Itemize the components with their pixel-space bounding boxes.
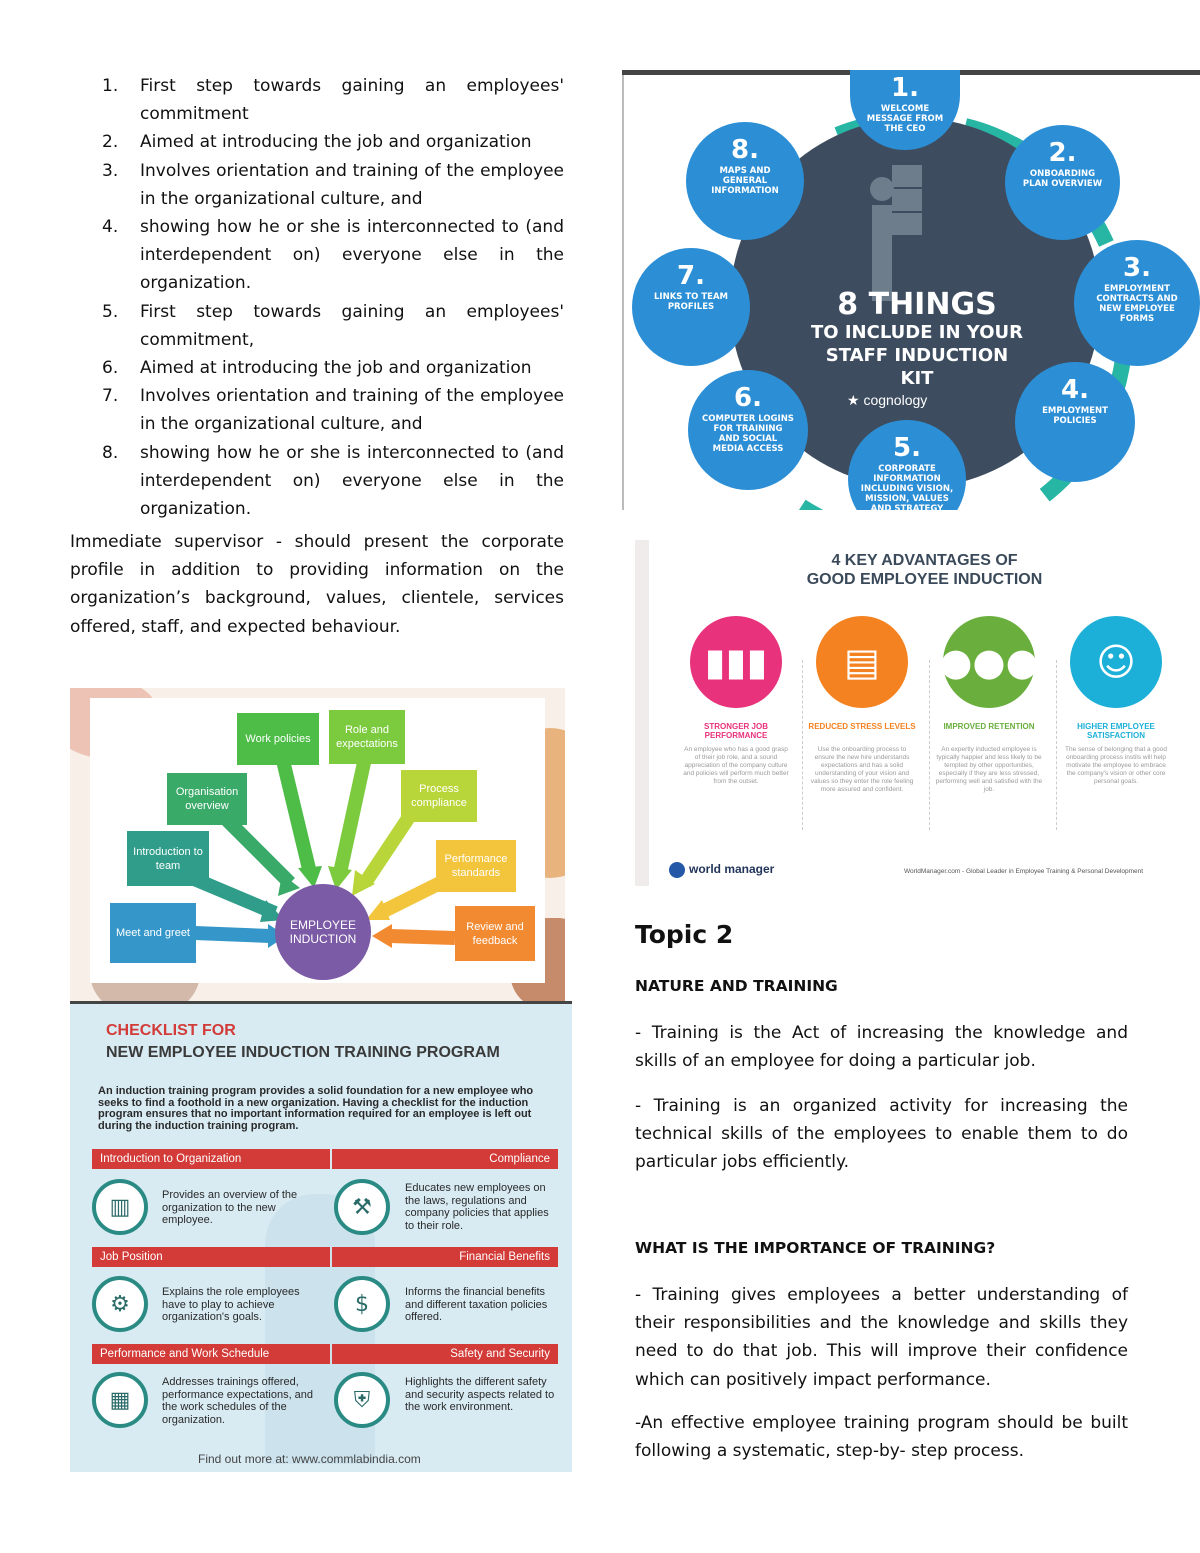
checklist-footer: Find out more at: www.commlabindia.com — [198, 1452, 421, 1466]
section-bar-right: Safety and Security — [332, 1344, 558, 1364]
supervisor-paragraph: Immediate supervisor - should present th… — [70, 532, 564, 637]
divider — [929, 660, 930, 830]
calendar-icon: ▦ — [92, 1372, 148, 1428]
advantage-title: HIGHER EMPLOYEE SATISFACTION — [1077, 722, 1155, 740]
section-left-text: Explains the role employees have to play… — [162, 1286, 300, 1323]
advantage-body: An expertly inducted employee is typical… — [935, 746, 1043, 793]
checklist-title-2: NEW EMPLOYEE INDUCTION TRAINING PROGRAM — [106, 1044, 500, 1061]
group-icon: ●●● — [939, 616, 1039, 708]
bar-chart-icon: ▮▮▮ — [690, 616, 782, 708]
divider — [802, 660, 803, 830]
list-item: 1.First step towards gaining an employee… — [102, 76, 564, 125]
section-right-text: Informs the financial benefits and diffe… — [405, 1286, 548, 1323]
advantage-body: An employee who has a good grasp of thei… — [683, 746, 789, 785]
kit-title-1: 8 THINGS — [837, 287, 997, 322]
section-bar-right: Compliance — [332, 1149, 558, 1169]
advantages-footer: WorldManager.com - Global Leader in Empl… — [904, 868, 1144, 875]
advantage-body: Use the onboarding process to ensure the… — [810, 746, 914, 793]
advantages-infographic: 4 KEY ADVANTAGES OF GOOD EMPLOYEE INDUCT… — [635, 540, 1200, 886]
money-bag-icon: $ — [334, 1276, 390, 1332]
box-work-policies: Work policies — [237, 713, 319, 765]
box-introduction-to-team: Introduction to team — [127, 831, 209, 886]
kit-title-3: STAFF INDUCTION — [825, 345, 1009, 366]
kit-title-4: KIT — [900, 368, 934, 389]
cognology-logo: ★ cognology — [847, 392, 928, 408]
box-meet-and-greet: Meet and greet — [110, 903, 196, 963]
box-role-expectations: Role and expectations — [329, 710, 405, 764]
section-bar-left: Introduction to Organization — [92, 1149, 330, 1169]
checklist-infographic: CHECKLIST FOR NEW EMPLOYEE INDUCTION TRA… — [70, 1001, 572, 1472]
world-manager-logo: world manager — [669, 862, 774, 878]
topic-subheading: NATURE AND TRAINING — [635, 977, 838, 995]
topic-question: WHAT IS THE IMPORTANCE OF TRAINING? — [635, 1239, 996, 1257]
list-item: 4.showing how he or she is interconnecte… — [102, 217, 564, 294]
battery-icon: ▤ — [816, 616, 908, 708]
cycle-node-1: 1.WELCOME MESSAGE FROM THE CEO — [850, 70, 960, 150]
list-item: 8.showing how he or she is interconnecte… — [102, 442, 564, 520]
advantage-title: REDUCED STRESS LEVELS — [808, 722, 916, 731]
topic-paragraph: - Training is the Act of increasing the … — [635, 1023, 1128, 1072]
list-item: 3.Involves orientation and training of t… — [102, 160, 564, 209]
topic-heading: Topic 2 — [635, 920, 734, 949]
advantages-title-1: 4 KEY ADVANTAGES OF — [831, 552, 1018, 569]
induction-kit-infographic: 8 THINGS TO INCLUDE IN YOUR STAFF INDUCT… — [622, 70, 1200, 510]
advantage-body: The sense of belonging that a good onboa… — [1065, 746, 1167, 785]
checklist-intro: An induction training program provides a… — [98, 1085, 534, 1132]
list-item: 7.Involves orientation and training of t… — [102, 386, 564, 435]
person-boxes-icon — [870, 165, 940, 305]
section-left-text: Addresses trainings offered, performance… — [162, 1376, 314, 1426]
gavel-icon: ⚒ — [334, 1179, 390, 1235]
box-organisation-overview: Organisation overview — [167, 773, 247, 825]
section-bar-left: Performance and Work Schedule — [92, 1344, 330, 1364]
cycle-node-4: 4.EMPLOYMENT POLICIES — [1015, 362, 1135, 482]
topic-paragraph: - Training is an organized activity for … — [635, 1096, 1128, 1173]
shield-icon: ⛨ — [334, 1372, 390, 1428]
advantages-title-2: GOOD EMPLOYEE INDUCTION — [806, 571, 1043, 588]
topic-paragraph: -An effective employee training program … — [635, 1413, 1128, 1462]
cycle-node-3: 3.EMPLOYMENT CONTRACTS AND NEW EMPLOYEE … — [1074, 240, 1200, 366]
box-process-compliance: Process compliance — [401, 770, 477, 822]
cycle-node-5: 5.CORPORATE INFORMATION INCLUDING VISION… — [848, 420, 966, 510]
section-bar-right: Financial Benefits — [332, 1247, 558, 1267]
section-right-text: Educates new employees on the laws, regu… — [405, 1182, 549, 1232]
kit-title-2: TO INCLUDE IN YOUR — [811, 322, 1023, 343]
employee-induction-circle: EMPLOYEE INDUCTION — [275, 884, 371, 980]
list-item: 2.Aimed at introducing the job and organ… — [102, 132, 532, 153]
section-bar-left: Job Position — [92, 1247, 330, 1267]
cycle-node-2: 2.ONBOARDING PLAN OVERVIEW — [1005, 125, 1120, 240]
section-right-text: Highlights the different safety and secu… — [405, 1376, 555, 1413]
list-item: 5.First step towards gaining an employee… — [102, 301, 564, 350]
induction-diagram: Work policies Role and expectations Proc… — [70, 688, 565, 1003]
topic-paragraph: - Training gives employees a better unde… — [635, 1285, 1128, 1390]
section-left-text: Provides an overview of the organization… — [162, 1189, 298, 1226]
checklist-title-1: CHECKLIST FOR — [106, 1022, 236, 1039]
box-review-feedback: Review and feedback — [455, 906, 535, 961]
cycle-node-6: 6.COMPUTER LOGINS FOR TRAINING AND SOCIA… — [688, 370, 808, 490]
list-item: 6.Aimed at introducing the job and organ… — [102, 358, 532, 379]
advantage-title: STRONGER JOB PERFORMANCE — [703, 722, 768, 740]
cycle-node-8: 8.MAPS AND GENERAL INFORMATION — [686, 122, 804, 240]
advantage-title: IMPROVED RETENTION — [943, 722, 1035, 731]
smiley-icon: ☺ — [1070, 616, 1162, 708]
cycle-node-7: 7.LINKS TO TEAM PROFILES — [632, 248, 750, 366]
left-rule — [622, 75, 624, 510]
divider — [1056, 660, 1057, 830]
building-icon: ▥ — [92, 1179, 148, 1235]
box-performance-standards: Performance standards — [436, 840, 516, 892]
numbered-list: 1.First step towards gaining an employee… — [100, 72, 564, 523]
gears-icon: ⚙ — [92, 1276, 148, 1332]
